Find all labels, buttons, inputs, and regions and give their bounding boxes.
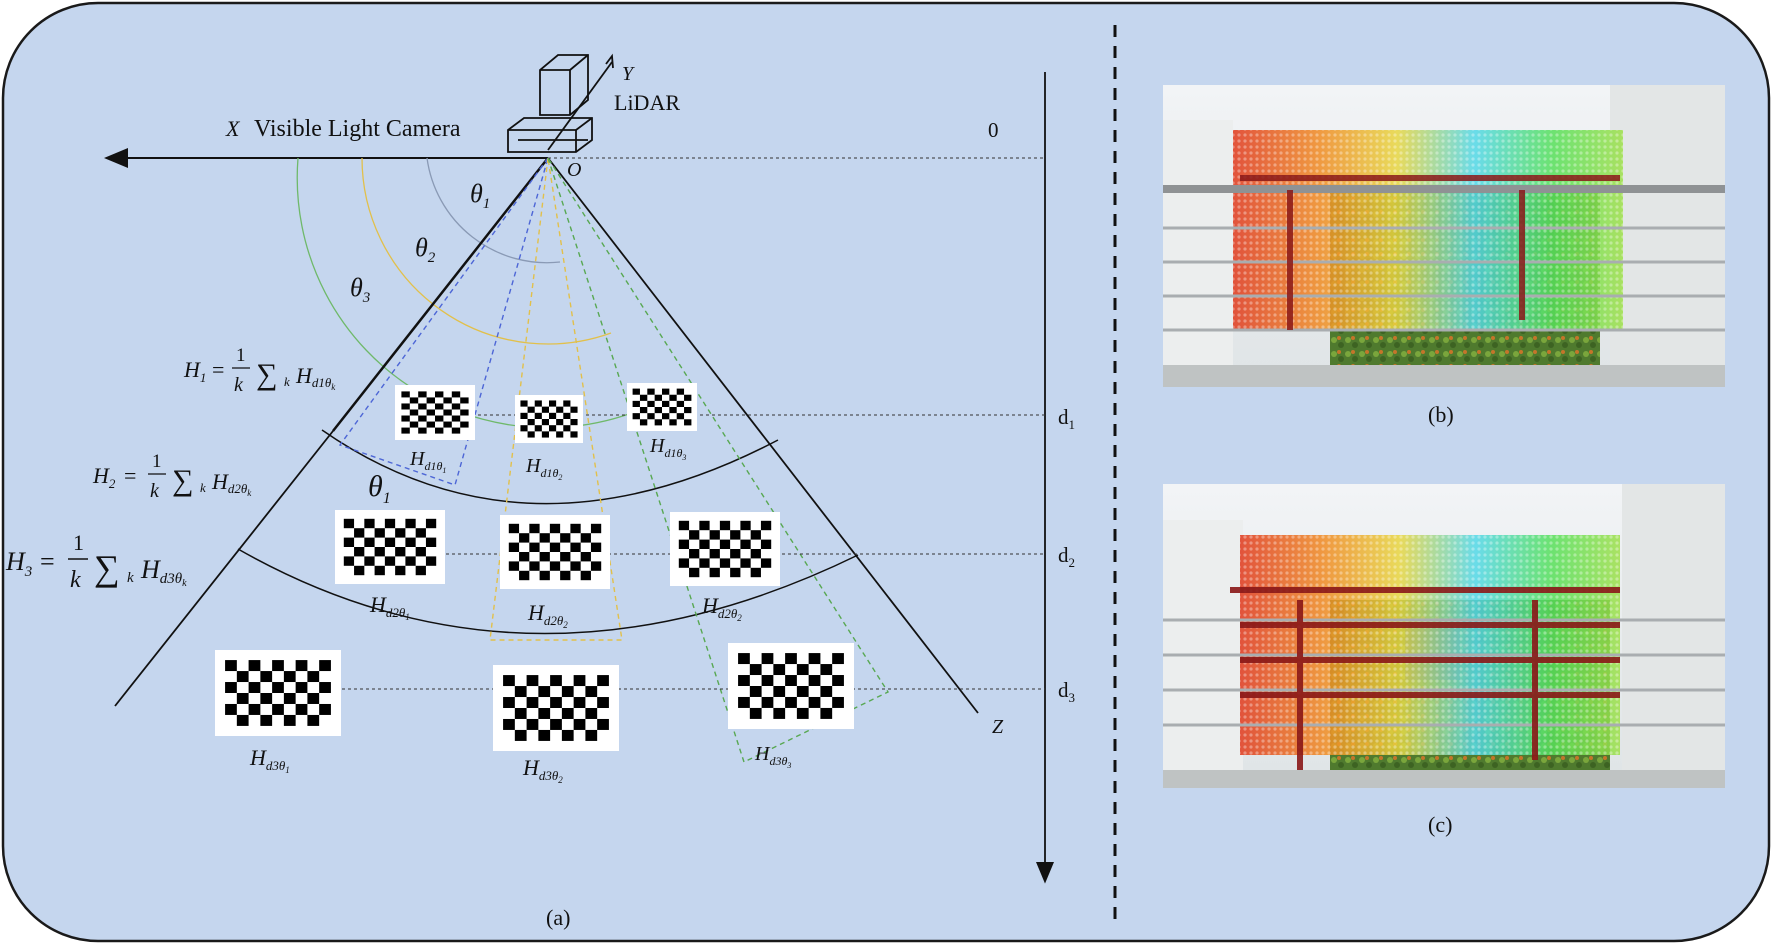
board-label-1: Hd1θ1	[409, 448, 446, 475]
dashed-cone-blue	[338, 157, 549, 486]
board-label-8: Hd3θ2	[522, 755, 563, 785]
svg-text:∑: ∑	[172, 464, 193, 497]
depth-label-d1: d1	[1058, 405, 1075, 432]
fov-left-outer	[114, 430, 334, 707]
svg-text:k: k	[150, 480, 160, 502]
svg-text:H1: H1	[183, 357, 206, 385]
fov-left-inner	[332, 157, 549, 432]
svg-text:1: 1	[152, 451, 162, 472]
fov-right	[547, 157, 979, 714]
range-arc-d1	[321, 429, 779, 505]
board-label-9: Hd3θ3	[754, 743, 791, 770]
theta2-label: θ2	[415, 233, 436, 266]
theta1-label: θ1	[470, 179, 490, 212]
svg-text:Hd1θk: Hd1θk	[295, 363, 336, 392]
formula-h2: H2 = 1 k ∑ k Hd2θk	[92, 451, 252, 502]
photo-b	[1163, 85, 1725, 387]
sensor-icon	[507, 53, 614, 153]
panel-b-caption: (b)	[1428, 402, 1454, 427]
board-label-4: Hd2θ1	[369, 592, 410, 622]
theta3-label: θ3	[350, 273, 370, 306]
svg-text:k: k	[70, 567, 81, 593]
svg-text:=: =	[40, 547, 55, 576]
x-axis-label: X	[225, 116, 241, 141]
lidar-label: LiDAR	[614, 90, 680, 115]
range-arc-d2	[237, 548, 859, 635]
svg-text:=: =	[212, 357, 224, 382]
panel-c-caption: (c)	[1428, 812, 1452, 837]
formula-h1: H1 = 1 k ∑ k Hd1θk	[183, 345, 336, 396]
board-label-3: Hd1θ3	[649, 435, 686, 462]
formula-h3: H3 = 1 k ∑ k Hd3θk	[5, 530, 187, 593]
svg-text:k: k	[127, 570, 134, 586]
arc-theta1	[426, 157, 561, 264]
svg-text:Hd3θk: Hd3θk	[140, 555, 187, 589]
z-axis-label: Z	[992, 716, 1004, 738]
svg-text:k: k	[200, 480, 206, 495]
y-axis-label: Y	[622, 63, 635, 85]
board-label-5: Hd2θ2	[527, 600, 568, 630]
arc-theta2	[361, 157, 612, 345]
svg-text:Hd2θk: Hd2θk	[211, 469, 252, 498]
camera-label: Visible Light Camera	[254, 116, 461, 142]
svg-text:=: =	[124, 463, 136, 488]
svg-text:1: 1	[73, 530, 84, 555]
inner-theta-label: θ1	[368, 470, 391, 507]
panel-a-caption: (a)	[546, 905, 570, 930]
svg-text:∑: ∑	[256, 358, 277, 391]
board-label-6: Hd2θ2	[701, 593, 742, 623]
dashed-cone-yellow	[489, 157, 623, 641]
depth-label-d2: d2	[1058, 543, 1075, 570]
photo-c	[1163, 484, 1725, 788]
depth-label-d3: d3	[1058, 678, 1075, 705]
checkerboards	[215, 383, 854, 751]
board-label-7: Hd3θ1	[249, 745, 290, 775]
svg-text:1: 1	[236, 345, 246, 366]
svg-text:∑: ∑	[94, 548, 120, 588]
svg-text:H3: H3	[5, 547, 32, 580]
board-label-2: Hd1θ2	[525, 455, 562, 482]
svg-text:H2: H2	[92, 463, 116, 491]
svg-text:k: k	[284, 374, 290, 389]
svg-text:k: k	[234, 374, 244, 396]
depth-zero-label: 0	[988, 118, 999, 142]
panel-a: X Visible Light Camera Y LiDAR O 0 Z (a)…	[5, 53, 1075, 930]
origin-label: O	[567, 159, 581, 181]
